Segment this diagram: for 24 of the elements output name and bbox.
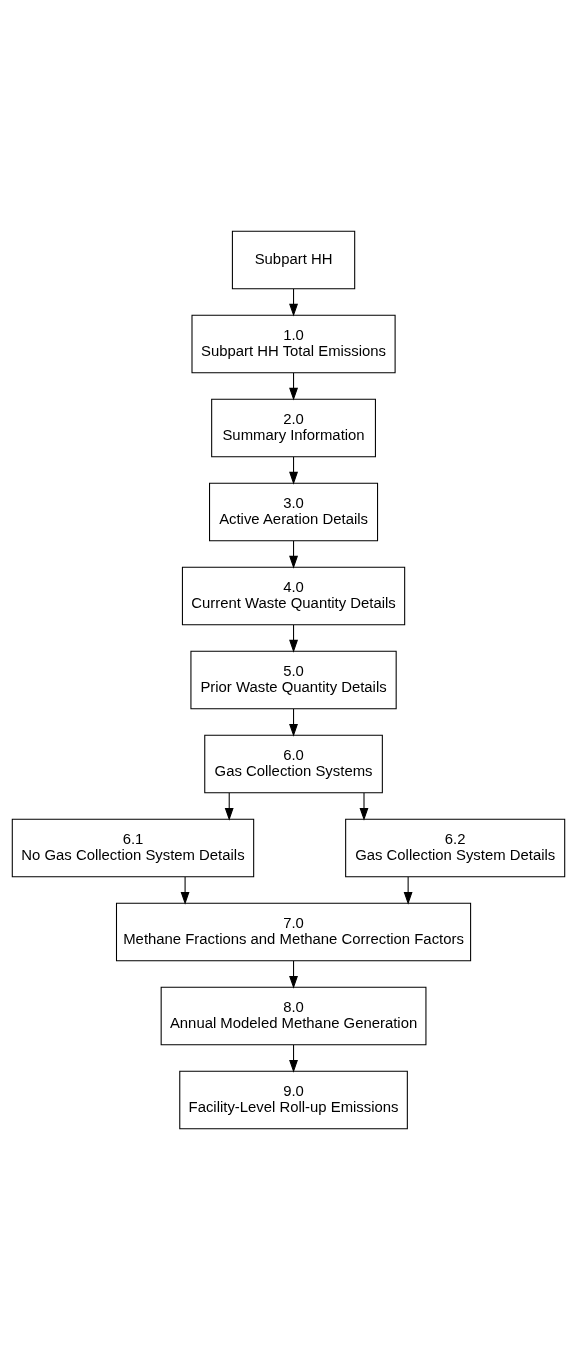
arrow — [403, 875, 413, 905]
node-box: 7.0 Methane Fractions and Methane Correction Factors — [115, 902, 472, 961]
arrow — [289, 287, 298, 317]
arrow — [289, 455, 298, 485]
node-box: 6.2 Gas Collection System Details — [345, 818, 566, 877]
node-box: 1.0 Subpart HH Total Emissions — [191, 314, 396, 373]
node-box: 5.0 Prior Waste Quantity Details — [190, 650, 397, 709]
node-box: Subpart HH — [231, 230, 356, 289]
node-box: 4.0 Current Waste Quantity Details — [181, 566, 406, 625]
node-box: 8.0 Annual Modeled Methane Generation — [160, 986, 427, 1045]
arrow — [289, 1043, 298, 1073]
arrow — [289, 959, 298, 989]
arrow — [289, 707, 298, 737]
node-box: 6.0 Gas Collection Systems — [204, 734, 383, 793]
node-box: 6.1 No Gas Collection System Details — [11, 818, 255, 877]
arrow — [289, 623, 298, 653]
arrow — [289, 371, 298, 401]
node-box: 9.0 Facility-Level Roll-up Emissions — [179, 1070, 408, 1129]
node-box: 2.0 Summary Information — [211, 398, 376, 457]
arrow — [359, 791, 369, 821]
arrow — [224, 791, 234, 821]
node-box: 3.0 Active Aeration Details — [209, 482, 379, 541]
arrow — [180, 875, 190, 905]
arrow — [289, 539, 298, 569]
